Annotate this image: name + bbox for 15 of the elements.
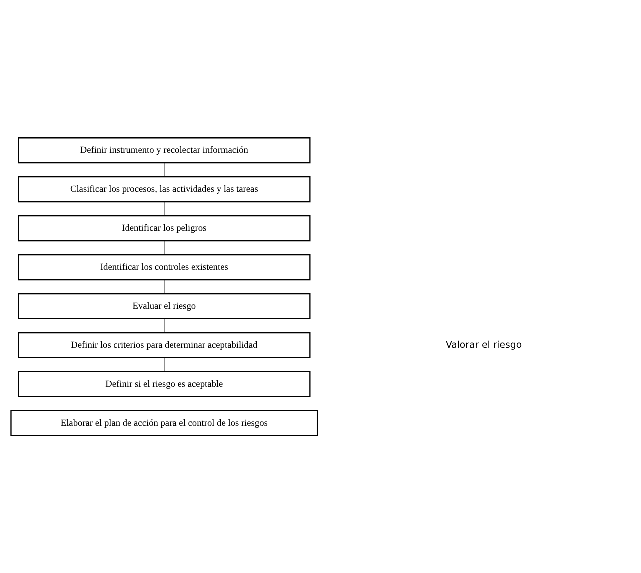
connector bbox=[164, 201, 165, 216]
connector bbox=[164, 162, 165, 177]
node-box: Elaborar el plan de acción para el control de los riesgos bbox=[10, 410, 318, 436]
connector bbox=[164, 279, 165, 294]
node-box: Definir si el riesgo es aceptable bbox=[18, 370, 311, 397]
node-box: Definir los criterios para determinar aceptabilidad bbox=[18, 332, 311, 358]
node-box: Definir instrumento y recolectar información bbox=[18, 137, 311, 164]
node-box: Identificar los controles existentes bbox=[18, 254, 311, 280]
node-box: Clasificar los procesos, las actividades y las tareas bbox=[18, 176, 311, 202]
connector bbox=[164, 240, 165, 255]
connector bbox=[164, 318, 165, 333]
connector bbox=[164, 357, 165, 372]
node-box: Identificar los peligros bbox=[18, 214, 311, 242]
label: Valorar el riesgo bbox=[446, 339, 522, 350]
node-box: Evaluar el riesgo bbox=[18, 292, 311, 320]
